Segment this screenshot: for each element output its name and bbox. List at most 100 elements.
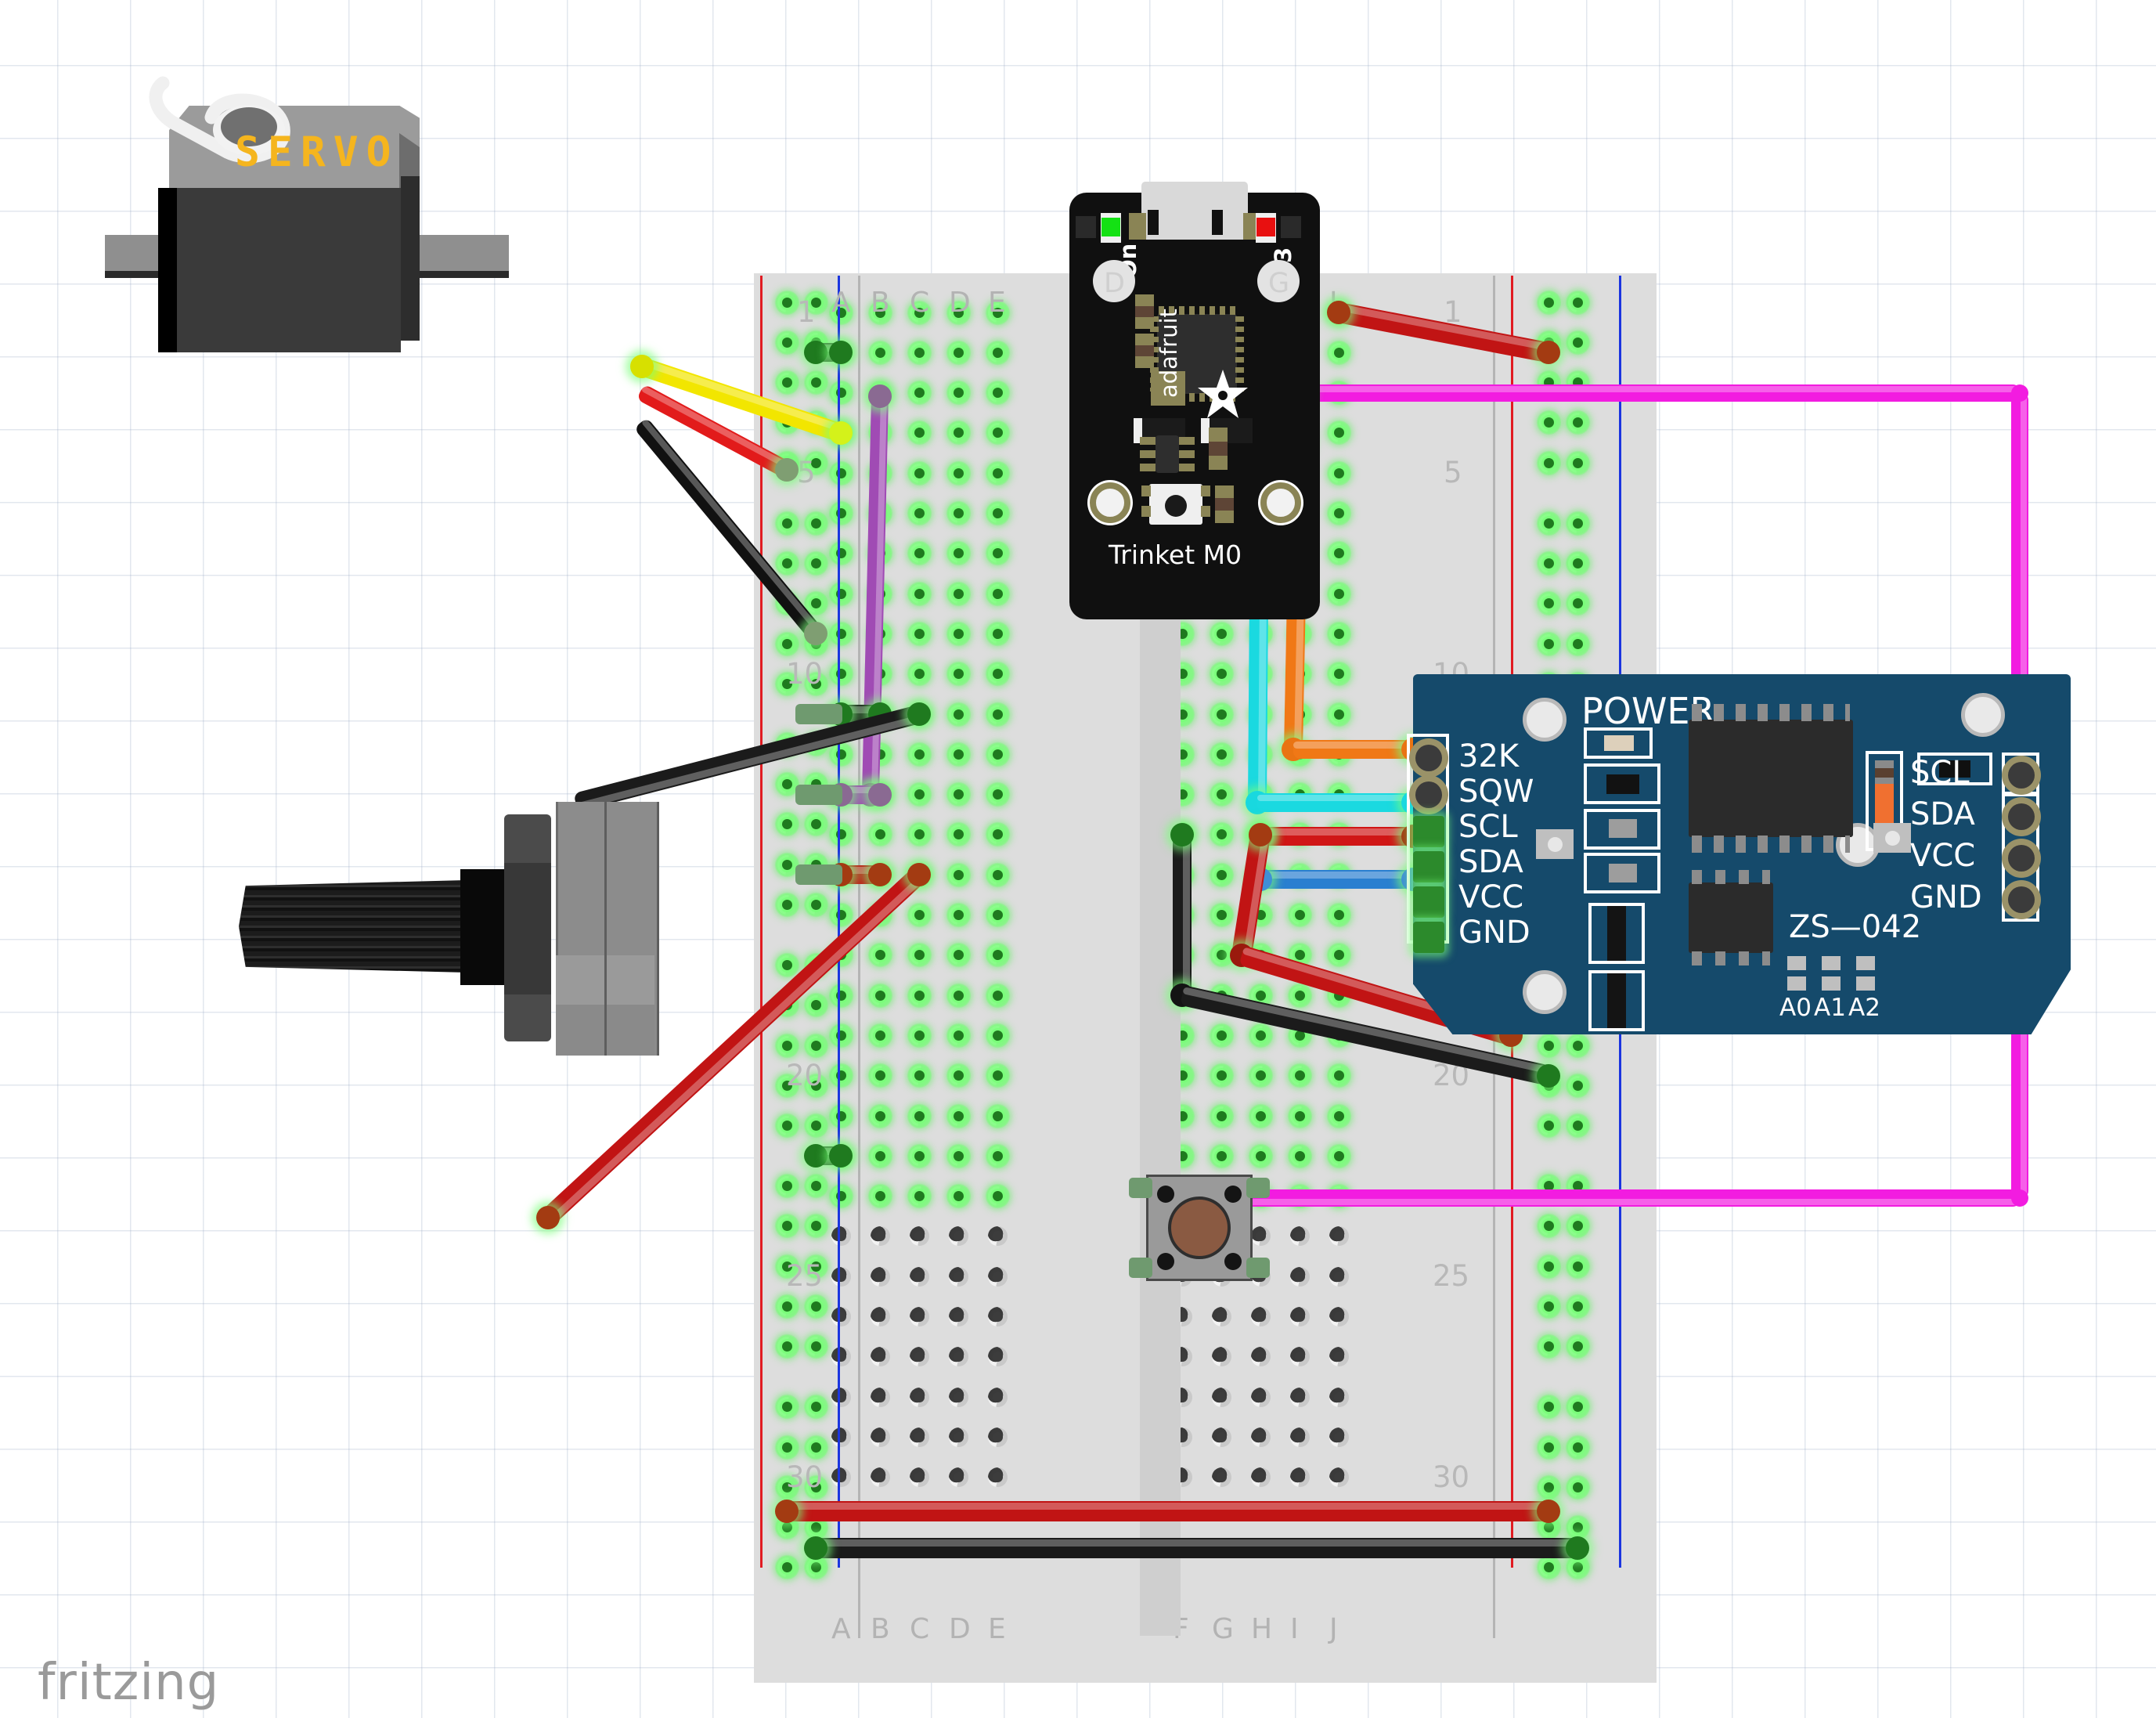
hole-G11[interactable] — [1209, 702, 1234, 727]
hole-C20[interactable] — [907, 1063, 932, 1088]
hole-J8[interactable] — [1326, 581, 1351, 606]
servo-motor[interactable]: SERVO — [105, 76, 665, 501]
hole-C29[interactable] — [909, 1427, 929, 1447]
wire-rtc-sda-cyan-seg2[interactable] — [1257, 792, 1413, 812]
hole-J17[interactable] — [1326, 943, 1351, 968]
trinket-m0-board[interactable]: On 13 D G Trinket M0 adafruit — [1069, 182, 1320, 619]
hole-H22[interactable] — [1248, 1143, 1273, 1168]
hole-A29[interactable] — [831, 1427, 851, 1447]
reset-button-dome[interactable] — [1165, 495, 1187, 517]
rail-hole-left-neg[interactable] — [803, 1214, 828, 1239]
hole-B17[interactable] — [867, 943, 892, 968]
hole-B30[interactable] — [870, 1467, 890, 1488]
hole-D19[interactable] — [946, 1023, 971, 1048]
hole-C4[interactable] — [907, 420, 932, 446]
hole-A19[interactable] — [828, 1023, 853, 1048]
rail-hole-left-pos[interactable] — [774, 852, 799, 877]
rtc-pin-sqw[interactable] — [1415, 781, 1442, 808]
rtc-jumper-a2-top[interactable] — [1856, 956, 1875, 970]
wire-vcc-red-vert[interactable] — [1231, 832, 1271, 957]
rail-hole-left-neg[interactable] — [803, 1395, 828, 1420]
wire-rtc-gnd-magenta-bottom[interactable] — [1193, 1189, 2020, 1207]
hole-G16[interactable] — [1209, 903, 1234, 927]
hole-B19[interactable] — [867, 1023, 892, 1048]
hole-E20[interactable] — [985, 1063, 1010, 1088]
hole-G13[interactable] — [1209, 782, 1234, 807]
wire-rtc-gnd-magenta-top[interactable] — [1300, 384, 2020, 402]
rail-hole-left-neg[interactable] — [803, 671, 828, 696]
pushbutton[interactable] — [1129, 1175, 1270, 1281]
hole-E30[interactable] — [987, 1467, 1008, 1488]
hole-E11[interactable] — [985, 702, 1010, 727]
rail-hole-left-neg[interactable] — [803, 550, 828, 576]
hole-H21[interactable] — [1248, 1103, 1273, 1128]
rtc-pin-32k[interactable] — [1415, 745, 1442, 771]
hole-A7[interactable] — [828, 541, 853, 566]
hole-D16[interactable] — [946, 903, 971, 927]
rail-hole-left-pos[interactable] — [774, 1395, 799, 1420]
hole-C13[interactable] — [907, 782, 932, 807]
rail-hole-left-neg[interactable] — [803, 290, 828, 315]
hole-E24[interactable] — [987, 1226, 1008, 1247]
wire-rail-ground-black[interactable] — [816, 1538, 1577, 1558]
hole-J9[interactable] — [1326, 621, 1351, 646]
hole-C12[interactable] — [907, 742, 932, 767]
hole-B25[interactable] — [870, 1266, 890, 1287]
rail-hole-left-neg[interactable] — [803, 1073, 828, 1098]
hole-D26[interactable] — [948, 1307, 968, 1326]
rail-hole-left-pos[interactable] — [774, 671, 799, 696]
hole-J22[interactable] — [1326, 1143, 1351, 1168]
hole-J28[interactable] — [1329, 1387, 1349, 1407]
wire-rtc-scl-orange-seg2[interactable] — [1293, 740, 1413, 760]
hole-E19[interactable] — [985, 1023, 1010, 1048]
hole-A1[interactable] — [828, 300, 853, 325]
rtc-pin-scl[interactable] — [1413, 816, 1444, 847]
hole-I16[interactable] — [1287, 903, 1312, 927]
hole-E28[interactable] — [987, 1387, 1008, 1407]
hole-J4[interactable] — [1326, 420, 1351, 446]
hole-E2[interactable] — [985, 340, 1010, 365]
hole-D11[interactable] — [946, 702, 971, 727]
hole-C28[interactable] — [909, 1387, 929, 1407]
hole-E4[interactable] — [985, 420, 1010, 446]
hole-C24[interactable] — [909, 1226, 929, 1247]
hole-J11[interactable] — [1326, 702, 1351, 727]
hole-E22[interactable] — [985, 1143, 1010, 1168]
rail-hole-right-pos[interactable] — [1536, 290, 1561, 315]
rtc-jumper-a0-bottom[interactable] — [1787, 976, 1806, 991]
hole-G20[interactable] — [1209, 1063, 1234, 1088]
hole-E1[interactable] — [985, 300, 1010, 325]
rtc-pin-gnd[interactable] — [1413, 922, 1444, 953]
hole-I20[interactable] — [1287, 1063, 1312, 1088]
rail-hole-right-neg[interactable] — [1565, 631, 1590, 656]
hole-E25[interactable] — [987, 1266, 1008, 1287]
hole-G9[interactable] — [1209, 621, 1234, 646]
rail-hole-right-pos[interactable] — [1536, 1395, 1561, 1420]
hole-C1[interactable] — [907, 300, 932, 325]
hole-D10[interactable] — [946, 662, 971, 687]
hole-D29[interactable] — [948, 1427, 968, 1447]
hole-D6[interactable] — [946, 501, 971, 525]
hole-E5[interactable] — [985, 460, 1010, 485]
hole-C5[interactable] — [907, 460, 932, 485]
hole-C21[interactable] — [907, 1103, 932, 1128]
hole-B22[interactable] — [867, 1143, 892, 1168]
hole-E7[interactable] — [985, 541, 1010, 566]
hole-D2[interactable] — [946, 340, 971, 365]
rail-hole-left-neg[interactable] — [803, 1174, 828, 1199]
hole-J29[interactable] — [1329, 1427, 1349, 1447]
hole-B26[interactable] — [870, 1307, 890, 1326]
rail-hole-left-pos[interactable] — [774, 330, 799, 355]
hole-I30[interactable] — [1289, 1467, 1310, 1488]
hole-G22[interactable] — [1209, 1143, 1234, 1168]
rail-hole-left-pos[interactable] — [774, 1435, 799, 1460]
hole-C17[interactable] — [907, 943, 932, 968]
wire-rtc-vcc-red[interactable] — [1260, 826, 1413, 846]
rail-hole-right-neg[interactable] — [1565, 1395, 1590, 1420]
rail-hole-right-pos[interactable] — [1536, 410, 1561, 435]
hole-H30[interactable] — [1250, 1467, 1271, 1488]
rail-hole-left-neg[interactable] — [803, 1435, 828, 1460]
hole-J25[interactable] — [1329, 1266, 1349, 1287]
rail-hole-right-neg[interactable] — [1565, 1214, 1590, 1239]
hole-E15[interactable] — [985, 862, 1010, 887]
